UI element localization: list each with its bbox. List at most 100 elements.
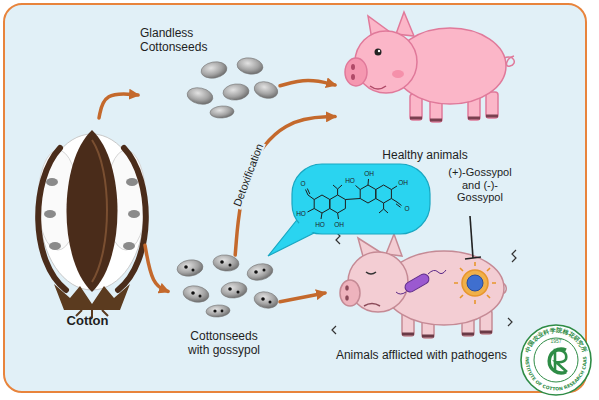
background-panel — [4, 4, 586, 392]
shiver-lines-part — [508, 318, 512, 326]
node-label: Cotton — [65, 313, 111, 330]
speech-bubble-part — [274, 220, 322, 250]
flow-arrow — [280, 293, 325, 302]
logo-english-text-path: INSTITUTE OF COTTON RESEARCH CAAS — [524, 356, 587, 391]
atom-label: O — [300, 180, 305, 187]
shiver-lines-part — [512, 250, 516, 262]
logo-chinese-text: 中国农业科学院棉花研究所 — [524, 326, 589, 353]
gossypol-seeds-part-part — [261, 297, 265, 301]
cotton-boll-part — [38, 148, 66, 290]
virus — [454, 262, 496, 304]
gossypol-seeds — [176, 254, 279, 318]
gossypol-seeds-part-part — [253, 290, 280, 311]
gossypol-seeds-part-part — [220, 281, 247, 299]
cotton-boll-part — [126, 178, 138, 186]
atom-label: OH — [364, 170, 374, 177]
healthy-pig-part — [351, 64, 355, 70]
cotton-boll-part — [54, 284, 130, 310]
sick-pig-part — [345, 295, 349, 301]
gossypol-seeds-part-part — [221, 310, 224, 313]
gossypol-structure-part — [376, 185, 392, 203]
atom-label: O — [404, 205, 409, 212]
shiver-lines — [332, 232, 516, 334]
gossypol-seeds-part-part — [182, 284, 210, 304]
glandless-seeds-part — [236, 56, 264, 75]
bacterium-part — [428, 270, 446, 274]
gossypol-seeds-part-part — [213, 309, 216, 312]
gossypol-seeds-part-part — [254, 270, 258, 274]
gossypol-seeds-part-part — [246, 261, 275, 282]
healthy-animal-node: Healthy animals — [335, 6, 515, 164]
logo-english-text: INSTITUTE OF COTTON RESEARCH CAAS — [524, 356, 587, 391]
flow-arrow — [280, 80, 335, 85]
gossypol-seeds-part-part — [220, 260, 224, 264]
cotton-boll-part — [128, 210, 140, 218]
cotton-boll-part — [118, 148, 146, 290]
healthy-pig-part — [392, 70, 404, 78]
gossypol-structure-part — [330, 195, 346, 213]
healthy-pig-part — [486, 92, 498, 118]
speech-bubble — [268, 164, 430, 256]
gossypol-structure-part — [306, 189, 315, 200]
cotton-boll-part — [49, 242, 61, 250]
gossypol-seeds-part-part — [229, 264, 232, 267]
institute-logo-part — [534, 338, 578, 382]
inhibition-line-part — [465, 257, 481, 259]
glandless-seeds-part — [222, 83, 250, 102]
gossypol-structure-part — [345, 199, 360, 200]
gossypol-seeds-part-part — [184, 265, 188, 269]
gossypol-structure-part — [308, 209, 315, 213]
inhibition-line-part — [470, 216, 473, 258]
shiver-lines-part — [332, 326, 336, 334]
sick-pig-part — [366, 272, 376, 274]
healthy-pig-part — [370, 86, 386, 89]
healthy-pig-part — [410, 116, 498, 120]
sick-pig-part — [340, 280, 360, 306]
atom-label: HO — [345, 177, 355, 184]
glandless-seeds-part — [252, 79, 279, 101]
bacterium — [396, 270, 446, 294]
healthy-pig-part — [375, 49, 382, 56]
gossypol-seeds-part-part — [206, 304, 231, 318]
gossypol-seeds-part — [176, 254, 279, 318]
gossypol-seeds-part-part — [199, 295, 202, 298]
speech-bubble-part — [268, 216, 324, 256]
gossypol-structure-part — [391, 199, 401, 208]
institute-logo — [521, 325, 591, 395]
gossypol-structure-part — [337, 213, 339, 219]
flow-arrow — [99, 94, 138, 118]
gossypol-seeds-part-part — [269, 301, 272, 304]
gossypol-seeds-part-part — [176, 258, 204, 277]
node-label: Healthy animals — [380, 148, 469, 164]
glandless-seeds-node: Glandless Cottonseeds — [138, 26, 280, 118]
node-label: Animals afflicted with pathogens — [334, 348, 509, 364]
gossypol-seeds-node: Cottonseeds with gossypol — [168, 255, 280, 359]
cotton-boll-part — [44, 210, 56, 218]
cotton-boll-part — [92, 140, 107, 282]
sick-pig-part — [402, 332, 492, 336]
speech-bubble-part — [292, 164, 430, 234]
atom-label: OH — [398, 179, 408, 186]
logo-chinese-text-path: 中国农业科学院棉花研究所 — [524, 326, 589, 353]
sick-animal-node: Animals afflicted with pathogens — [325, 222, 518, 364]
sick-pig-part — [386, 234, 402, 256]
bacterium-part — [396, 292, 406, 294]
gossypol-structure — [306, 179, 402, 219]
inhibition-line — [465, 216, 481, 259]
glandless-seeds-part — [200, 60, 228, 80]
gossypol-structure-part — [321, 213, 322, 219]
institute-logo-part — [555, 350, 567, 372]
sick-pig — [340, 234, 506, 338]
logo-year: 1957 — [550, 339, 561, 345]
gossypol-structure-part — [314, 195, 330, 213]
cotton-node: Cotton — [30, 118, 145, 330]
gossypol-seeds-part-part — [192, 269, 195, 272]
gossypol-seeds-part-part — [237, 291, 240, 294]
gossypol-structure-part — [333, 185, 342, 195]
glandless-seeds — [186, 56, 280, 119]
gossypol-seeds-part — [184, 260, 271, 312]
node-label: Glandless Cottonseeds — [138, 26, 218, 56]
cotton-boll-part — [46, 178, 58, 186]
